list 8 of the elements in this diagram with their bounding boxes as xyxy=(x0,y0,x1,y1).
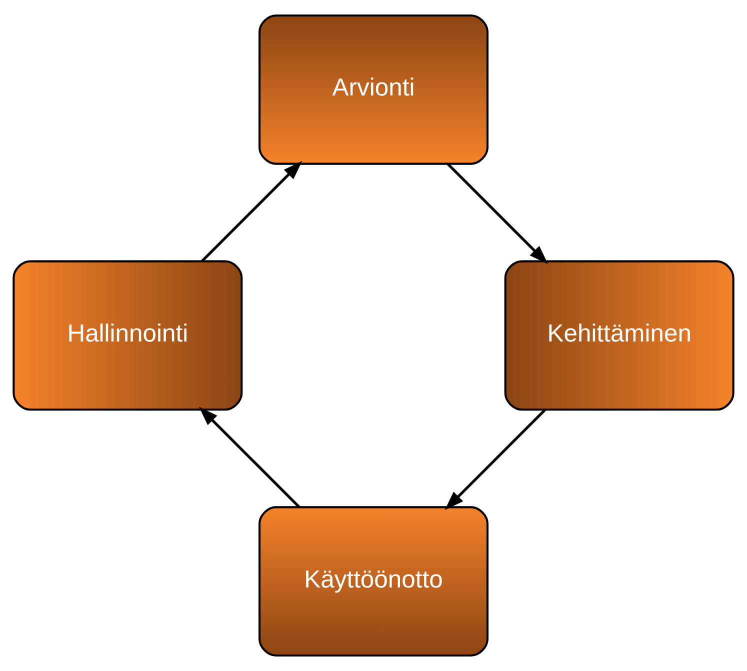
node-box: Käyttöönotto xyxy=(258,506,489,657)
arrow xyxy=(198,406,300,508)
arrow xyxy=(446,163,548,264)
arrow xyxy=(444,408,546,510)
node-box: Hallinnointi xyxy=(12,260,243,411)
node-box: Arvionti xyxy=(258,14,489,165)
arrow xyxy=(201,160,302,262)
node-box: Kehittäminen xyxy=(504,260,734,411)
